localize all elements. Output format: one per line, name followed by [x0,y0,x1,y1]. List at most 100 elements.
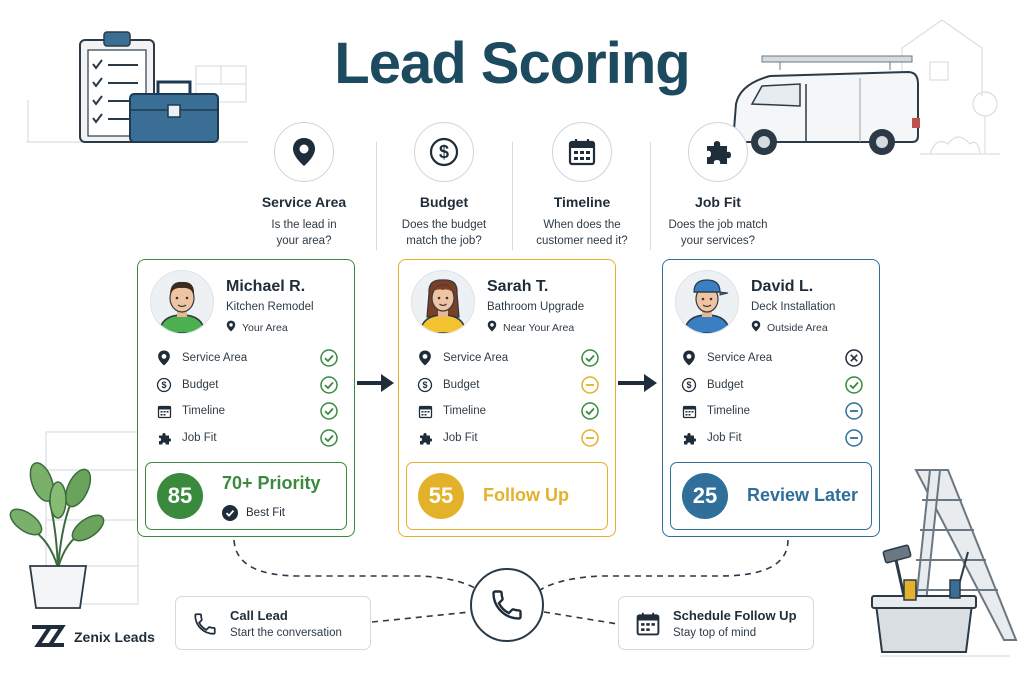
phone-icon [492,590,522,620]
score-label: Review Later [747,485,859,505]
row-status [320,402,338,420]
divider [376,142,377,250]
calendar-icon [636,612,660,636]
criteria-row: Timeline [681,402,863,420]
svg-text:$: $ [439,142,449,162]
check-circle-icon [581,349,599,367]
criteria-row: Service Area [417,349,599,367]
svg-text:$: $ [686,380,691,390]
lead-location: Your Area [226,320,288,335]
row-status [581,429,599,447]
criteria-row: Service Area [156,349,338,367]
criteria-row: $ Budget [681,376,863,394]
lead-card-david[interactable]: David L. Deck Installation Outside Area … [662,259,880,537]
lead-job: Deck Installation [751,301,836,313]
criterion-title: Job Fit [695,194,741,210]
van-illustration [732,55,920,155]
dollar-icon: $ [156,377,172,393]
criterion-title: Budget [419,194,469,210]
partial-circle-icon [581,376,599,394]
brand-name: Zenix Leads [74,629,155,645]
flow-connectors [233,539,789,625]
lead-name: Michael R. [226,278,306,295]
calendar-icon [682,405,696,418]
row-status [845,376,863,394]
row-status [845,402,863,420]
lead-card-sarah[interactable]: Sarah T. Bathroom Upgrade Near Your Area… [398,259,616,537]
row-status [320,429,338,447]
criteria-row: Timeline [417,402,599,420]
map-pin-icon [683,350,695,366]
cross-circle-icon [845,349,863,367]
map-pin-icon [274,122,334,182]
criteria-row-label: Service Area [182,352,248,364]
row-status [581,402,599,420]
svg-text:$: $ [422,380,427,390]
svg-text:$: $ [161,380,166,390]
check-circle-icon [222,505,238,521]
criteria-row: Job Fit [417,429,599,447]
check-circle-icon [320,349,338,367]
partial-circle-icon [581,429,599,447]
toolbox-illustration [129,80,219,143]
criteria-row: Timeline [156,402,338,420]
criteria-row: $ Budget [417,376,599,394]
lead-job: Bathroom Upgrade [487,301,585,313]
calendar-icon [157,405,171,418]
puzzle-icon [688,122,748,182]
avatar [150,270,214,334]
check-circle-icon [845,376,863,394]
score-panel: 25 Review Later [670,462,872,530]
row-status [845,349,863,367]
lead-location: Near Your Area [487,320,574,335]
criteria-row-label: Timeline [707,405,751,417]
row-status [320,376,338,394]
action-title: Schedule Follow Up [673,608,797,623]
criterion-title: Timeline [553,194,611,210]
criteria-row-label: Budget [443,379,480,391]
dollar-icon: $ [417,377,433,393]
map-pin-icon [419,350,431,366]
puzzle-icon [683,432,696,444]
arrow-right-icon [357,374,394,392]
lead-card-michael[interactable]: Michael R. Kitchen Remodel Your Area Ser… [137,259,355,537]
map-pin-icon [487,320,497,335]
criteria-row-label: Timeline [443,405,487,417]
action-subtitle: Start the conversation [230,627,342,639]
map-pin-icon [226,320,236,335]
check-circle-icon [320,429,338,447]
row-status [845,429,863,447]
page-title: Lead Scoring [334,31,690,96]
row-status [581,376,599,394]
score-badge: 85 [157,473,203,519]
schedule-follow-up-action[interactable]: Schedule Follow Up Stay top of mind [618,596,814,650]
zenix-logo-icon [32,625,66,647]
dollar-icon: $ [414,122,474,182]
puzzle-icon [419,432,432,444]
call-hub-button[interactable] [470,568,544,642]
score-panel: 85 70+ Priority Best Fit [145,462,347,530]
check-circle-icon [581,402,599,420]
lead-job: Kitchen Remodel [226,301,314,313]
call-lead-action[interactable]: Call Lead Start the conversation [175,596,371,650]
action-title: Call Lead [230,608,288,623]
score-panel: 55 Follow Up [406,462,608,530]
calendar-icon [552,122,612,182]
criteria-row: Service Area [681,349,863,367]
criteria-row-label: Timeline [182,405,226,417]
criteria-row-label: Budget [182,379,219,391]
criterion-title: Service Area [261,194,347,210]
partial-circle-icon [845,429,863,447]
lead-location: Outside Area [751,320,828,335]
criteria-row-label: Budget [707,379,744,391]
lead-name: David L. [751,278,814,295]
partial-circle-icon [845,402,863,420]
divider [650,142,651,250]
